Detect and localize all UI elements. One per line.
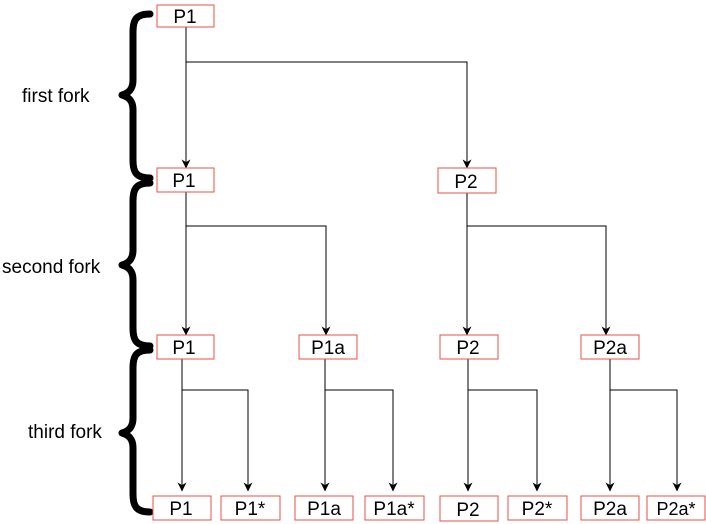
second-fork-label: second fork bbox=[2, 257, 101, 278]
node-label-p2a: P2a bbox=[593, 338, 627, 359]
node-box bbox=[580, 334, 640, 360]
node-box bbox=[156, 4, 215, 28]
node-label-p2a-star: P2a* bbox=[656, 499, 695, 519]
node-box bbox=[580, 495, 640, 521]
node-box bbox=[152, 495, 212, 521]
node-box bbox=[156, 334, 215, 360]
node-label-p1: P1 bbox=[172, 171, 195, 192]
node-box bbox=[364, 495, 425, 521]
first-fork-brace bbox=[118, 10, 154, 182]
node-box bbox=[294, 495, 354, 521]
node-label-p2-star: P2* bbox=[522, 499, 553, 520]
branch-line bbox=[186, 225, 331, 336]
branch-line bbox=[182, 389, 253, 492]
node-label-p2: P2 bbox=[456, 338, 479, 359]
third-fork-brace bbox=[118, 346, 154, 516]
node-label-p1a-star: P1a* bbox=[373, 499, 415, 520]
node-box bbox=[298, 334, 358, 360]
node-box bbox=[156, 167, 215, 193]
first-fork-label: first fork bbox=[22, 86, 90, 107]
second-fork-brace bbox=[118, 179, 154, 350]
node-label-p1: P1 bbox=[172, 338, 195, 359]
node-label-p1: P1 bbox=[173, 7, 196, 28]
node-label-p2: P2 bbox=[454, 172, 477, 193]
node-label-p2: P2 bbox=[456, 500, 479, 521]
node-label-p1a: P1a bbox=[311, 338, 345, 359]
node-box bbox=[439, 495, 499, 522]
node-label-p2a: P2a bbox=[593, 499, 627, 520]
branch-line bbox=[467, 225, 611, 336]
node-label-p1a: P1a bbox=[307, 499, 341, 520]
node-box bbox=[439, 334, 499, 360]
node-box bbox=[507, 495, 568, 521]
branch-line bbox=[325, 389, 398, 492]
node-box bbox=[220, 495, 281, 521]
node-box bbox=[646, 495, 706, 521]
third-fork-label: third fork bbox=[28, 422, 102, 443]
branch-line bbox=[186, 61, 472, 169]
node-label-p1: P1 bbox=[169, 499, 192, 520]
connectors bbox=[177, 26, 682, 492]
node-label-p1-star: P1* bbox=[235, 499, 266, 520]
branch-line bbox=[610, 389, 682, 492]
node-box bbox=[437, 167, 497, 194]
branch-line bbox=[468, 389, 542, 492]
